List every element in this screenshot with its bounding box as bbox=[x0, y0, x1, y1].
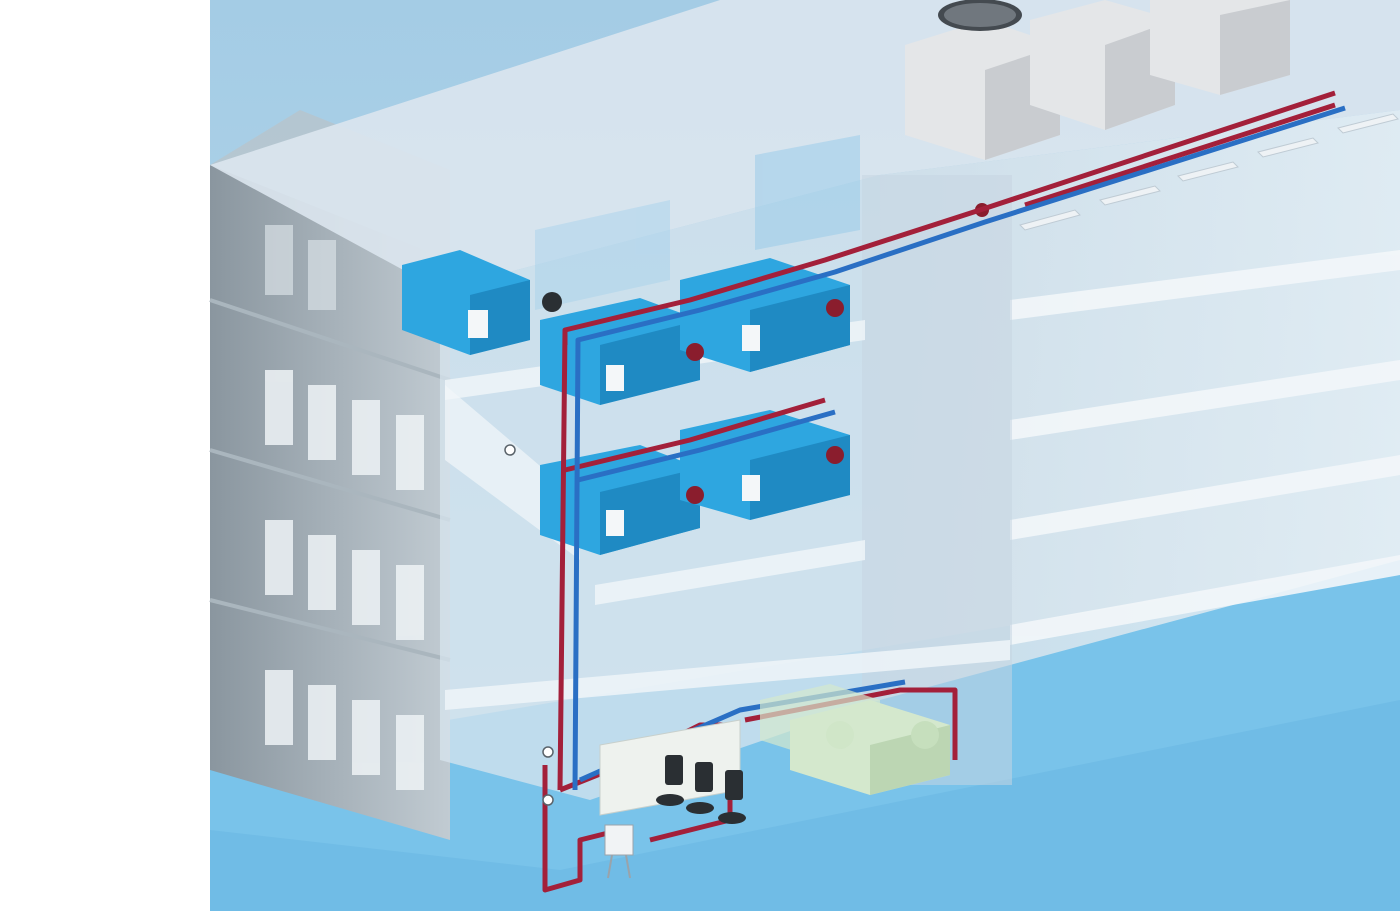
supply-pipes bbox=[542, 90, 1336, 893]
pump-icon bbox=[826, 299, 844, 317]
plant-room bbox=[504, 444, 950, 879]
ahu-icon bbox=[540, 445, 700, 555]
pump-icon bbox=[686, 486, 704, 504]
cooling-towers bbox=[905, 0, 1290, 160]
pump-icon bbox=[725, 770, 743, 800]
ahu-icon bbox=[680, 258, 850, 372]
fan-coil-icon bbox=[1177, 161, 1239, 182]
gauge-icon bbox=[504, 444, 554, 806]
pump-icon bbox=[826, 446, 844, 464]
fan-coil-units bbox=[1019, 113, 1399, 231]
ground-shadow bbox=[210, 700, 1400, 911]
pump-icon bbox=[665, 755, 683, 785]
fan-coil-icon bbox=[1099, 185, 1161, 206]
pumps-plant bbox=[656, 755, 746, 824]
pump-icon bbox=[695, 762, 713, 792]
cooling-tower-icon bbox=[1150, 0, 1290, 95]
pump-icon bbox=[686, 343, 704, 361]
fan-coil-icon bbox=[1337, 113, 1399, 134]
pumps-upper bbox=[542, 203, 989, 504]
fan-coil-icon bbox=[1019, 209, 1081, 231]
fan-coil-icon bbox=[1257, 137, 1319, 158]
chiller-icon bbox=[760, 684, 880, 756]
pump-icon bbox=[542, 292, 562, 312]
ahu-icon bbox=[680, 410, 850, 520]
control-panel-icon bbox=[604, 824, 634, 879]
ahu-icon bbox=[402, 250, 530, 355]
ahu-icon bbox=[535, 135, 860, 310]
